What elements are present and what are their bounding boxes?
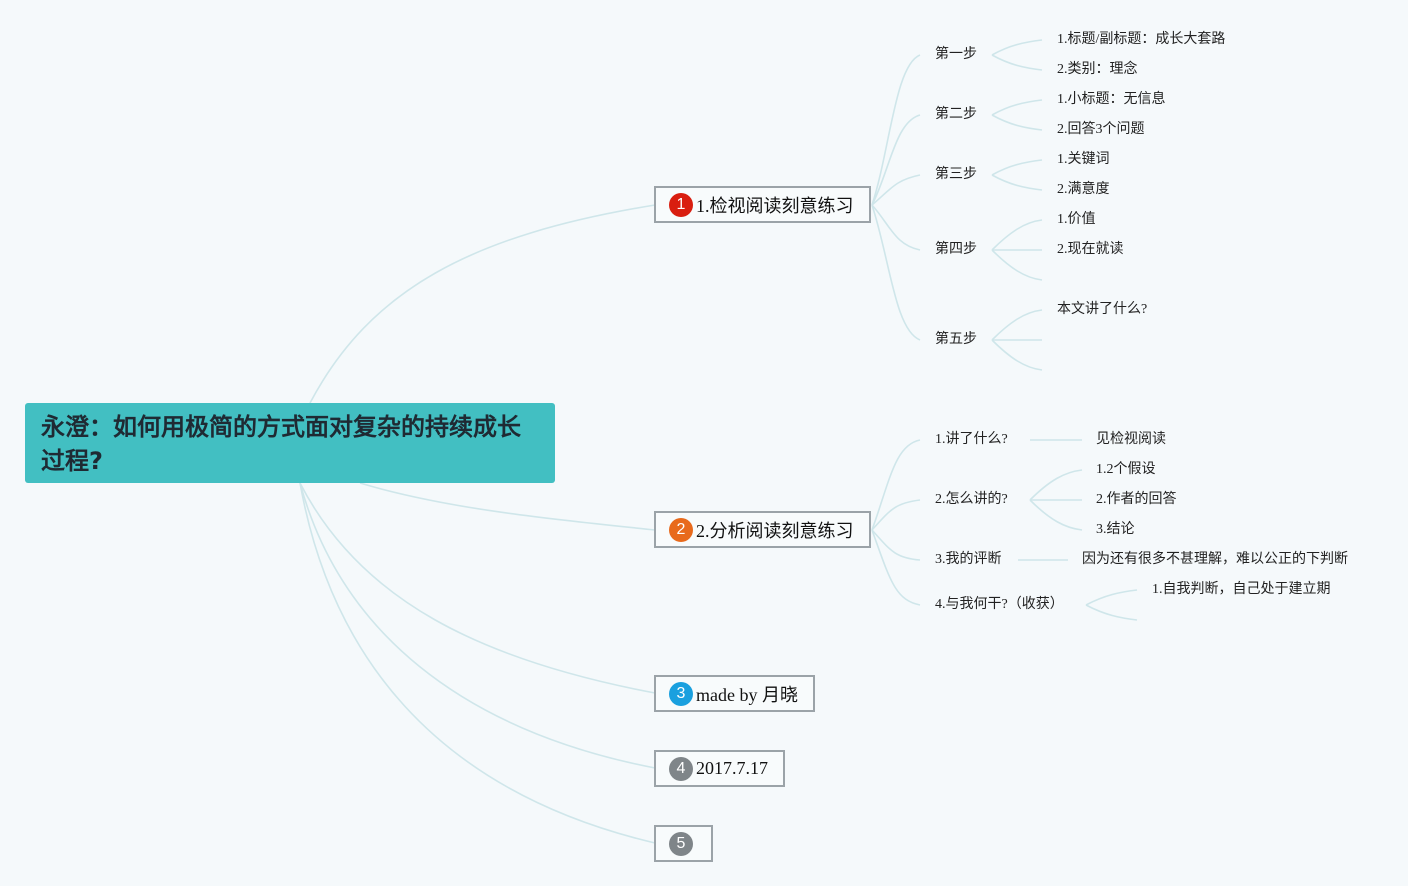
link-b1-step-5 [871,204,921,341]
step-5[interactable]: 第五步 [935,332,977,347]
branch-date[interactable]: 4 2017.7.17 [654,750,785,787]
question-1-item-1[interactable]: 见检视阅读 [1096,432,1166,447]
link-b1-step-4 [871,204,921,251]
question-3-item-1[interactable]: 因为还有很多不甚理解，难以公正的下判断 [1082,552,1348,567]
question-4-item-1[interactable]: 1.自我判断，自己处于建立期 [1152,582,1331,597]
badge-5: 5 [669,831,693,856]
question-2[interactable]: 2.怎么讲的? [935,492,1008,507]
badge-3: 3 [669,681,693,706]
step-1-item-1[interactable]: 1.标题/副标题：成长大套路 [1057,32,1226,47]
step-4-item-2[interactable]: 2.现在就读 [1057,242,1124,257]
link-b1-step-3 [871,174,921,206]
step-1[interactable]: 第一步 [935,47,977,62]
step-2-item-2[interactable]: 2.回答3个问题 [1057,122,1145,137]
root-topic[interactable]: 永澄：如何用极简的方式面对复杂的持续成长过程? [25,403,555,483]
link-b2-q-1 [871,439,921,531]
step-3-item-2[interactable]: 2.满意度 [1057,182,1110,197]
question-2-item-1[interactable]: 1.2个假设 [1096,462,1156,477]
question-1[interactable]: 1.讲了什么? [935,432,1008,447]
link-root-branch-1 [309,204,656,404]
link-root-branch-4 [299,482,656,769]
branch-empty[interactable]: 5 [654,825,713,862]
link-b1-step-1 [871,54,921,206]
badge-1: 1 [669,192,693,217]
root-title: 永澄：如何用极简的方式面对复杂的持续成长过程? [41,413,521,475]
step-3[interactable]: 第三步 [935,167,977,182]
branch-label: made by 月晓 [696,684,798,705]
badge-4: 4 [669,756,693,781]
step-4[interactable]: 第四步 [935,242,977,257]
branch-inspect-reading[interactable]: 1 1.检视阅读刻意练习 [654,186,871,223]
question-3[interactable]: 3.我的评断 [935,552,1002,567]
link-root-branch-5 [299,482,656,844]
step-2[interactable]: 第二步 [935,107,977,122]
branch-label: 1.检视阅读刻意练习 [696,195,854,216]
branch-label: 2017.7.17 [696,758,768,778]
step-5-item-1[interactable]: 本文讲了什么? [1057,302,1148,317]
question-2-item-3[interactable]: 3.结论 [1096,522,1135,537]
link-b1-step-2 [871,114,921,206]
link-b2-q-4 [871,529,921,606]
branch-analytic-reading[interactable]: 2 2.分析阅读刻意练习 [654,511,871,548]
link-b2-q-2 [871,499,921,531]
link-root-branch-2 [359,482,656,531]
step-4-item-1[interactable]: 1.价值 [1057,212,1096,227]
link-root-branch-3 [299,482,656,694]
link-b2-q-3 [871,529,921,561]
question-2-item-2[interactable]: 2.作者的回答 [1096,492,1177,507]
step-1-item-2[interactable]: 2.类别：理念 [1057,62,1138,77]
step-2-item-1[interactable]: 1.小标题：无信息 [1057,92,1166,107]
branch-made-by[interactable]: 3 made by 月晓 [654,675,815,712]
badge-2: 2 [669,517,693,542]
branch-label: 2.分析阅读刻意练习 [696,520,854,541]
question-4[interactable]: 4.与我何干?（收获） [935,597,1064,612]
step-3-item-1[interactable]: 1.关键词 [1057,152,1110,167]
